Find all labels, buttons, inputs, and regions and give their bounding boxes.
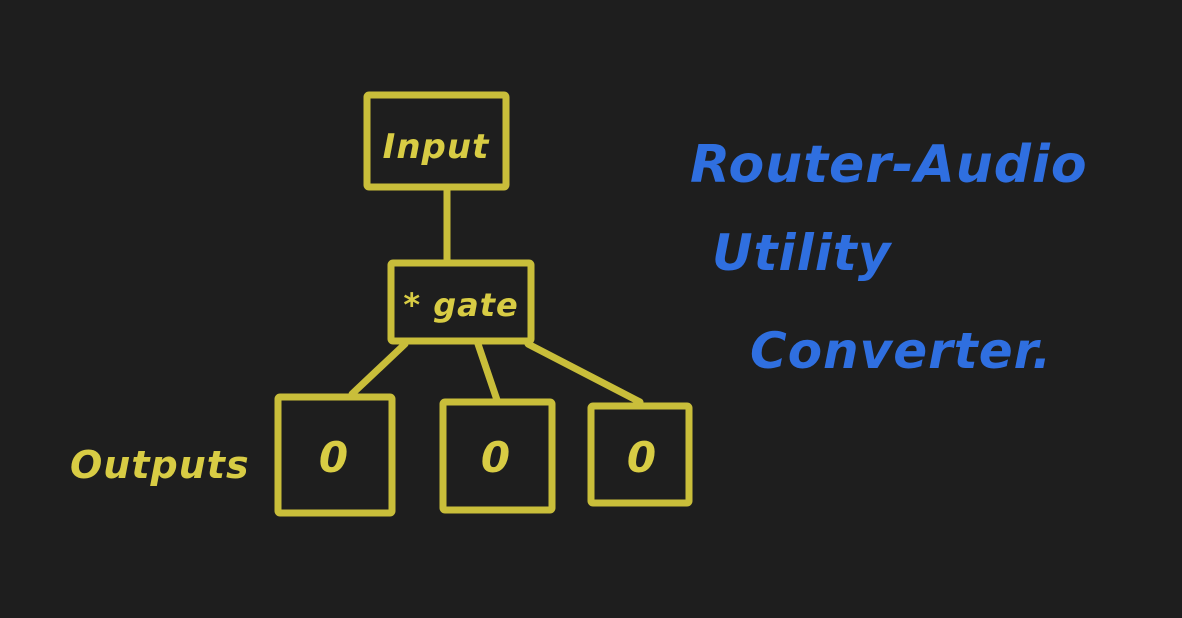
description-line-1: Router-Audio [690,135,1088,195]
input-label: Input [383,127,490,167]
output-label-1: 0 [319,433,349,482]
output-box-1 [274,393,396,517]
description-line-2: Utility [712,224,893,282]
output-box-3 [587,402,693,507]
outputs-caption: Outputs [70,443,250,487]
gate-label: * gate [403,286,518,324]
output-node-2: 0 [439,398,556,514]
connector-gate-output-3 [524,340,644,406]
description: Router-Audio Utility Converter. [690,135,1088,380]
gate-box [387,259,535,345]
input-node: Input [363,91,510,191]
gate-node: * gate [387,259,535,345]
output-node-1: 0 [274,393,396,517]
connector-gate-output-2 [474,340,501,404]
connectors [348,184,644,406]
connector-gate-output-1 [348,340,409,398]
output-box-2 [439,398,556,514]
output-node-3: 0 [587,402,693,507]
description-line-3: Converter. [750,322,1052,380]
input-box [363,91,510,191]
output-label-2: 0 [481,433,511,482]
output-label-3: 0 [627,433,657,482]
